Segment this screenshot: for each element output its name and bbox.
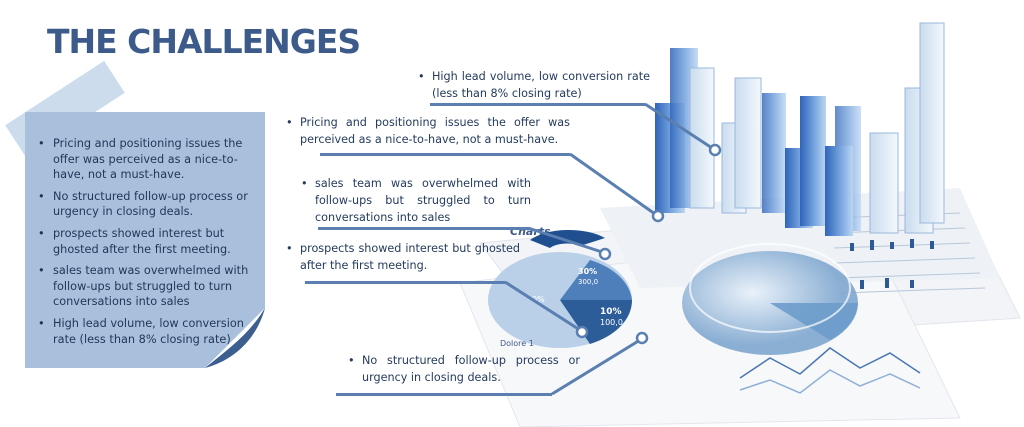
list-item: High lead volume, low conversion rate (l… — [38, 316, 255, 347]
callout-sales-team: • sales team was overwhelmed with follow… — [301, 177, 531, 224]
list-item: sales team was overwhelmed with follow-u… — [38, 263, 255, 310]
bullet-icon: • — [286, 242, 293, 255]
pie-label-10-sub: 100,0 — [600, 318, 623, 327]
list-item: Pricing and positioning issues the offer… — [38, 136, 255, 183]
callout-line — [318, 227, 528, 230]
pie-label-30: 30% — [578, 267, 597, 276]
bullet-icon: • — [286, 116, 293, 129]
page-curl-icon — [205, 308, 265, 368]
list-item: prospects showed interest but ghosted af… — [38, 226, 255, 257]
bullet-icon: • — [301, 177, 308, 190]
pie-label-30-sub: 300,0 — [578, 278, 598, 286]
pie-label-0: 0% — [532, 295, 545, 304]
challenges-list: Pricing and positioning issues the offer… — [25, 112, 265, 347]
callout-line — [305, 281, 505, 284]
callout-line — [320, 153, 570, 156]
callout-follow-up: • No structured follow-up process or urg… — [348, 354, 580, 384]
page-title: THE CHALLENGES — [47, 22, 361, 61]
challenges-note: Pricing and positioning issues the offer… — [25, 112, 265, 368]
callout-pricing: • Pricing and positioning issues the off… — [286, 116, 570, 146]
callout-prospects: • prospects showed interest but ghosted … — [286, 242, 520, 272]
paper-footer: Dolore 1 — [500, 339, 534, 348]
bullet-icon: • — [418, 70, 425, 83]
callout-line — [336, 393, 552, 396]
callout-line — [430, 103, 645, 106]
list-item: No structured follow-up process or urgen… — [38, 189, 255, 220]
pie-label-10: 10% — [600, 307, 622, 317]
bullet-icon: • — [348, 354, 355, 367]
callout-lead-volume: • High lead volume, low conversion rate … — [418, 70, 650, 100]
